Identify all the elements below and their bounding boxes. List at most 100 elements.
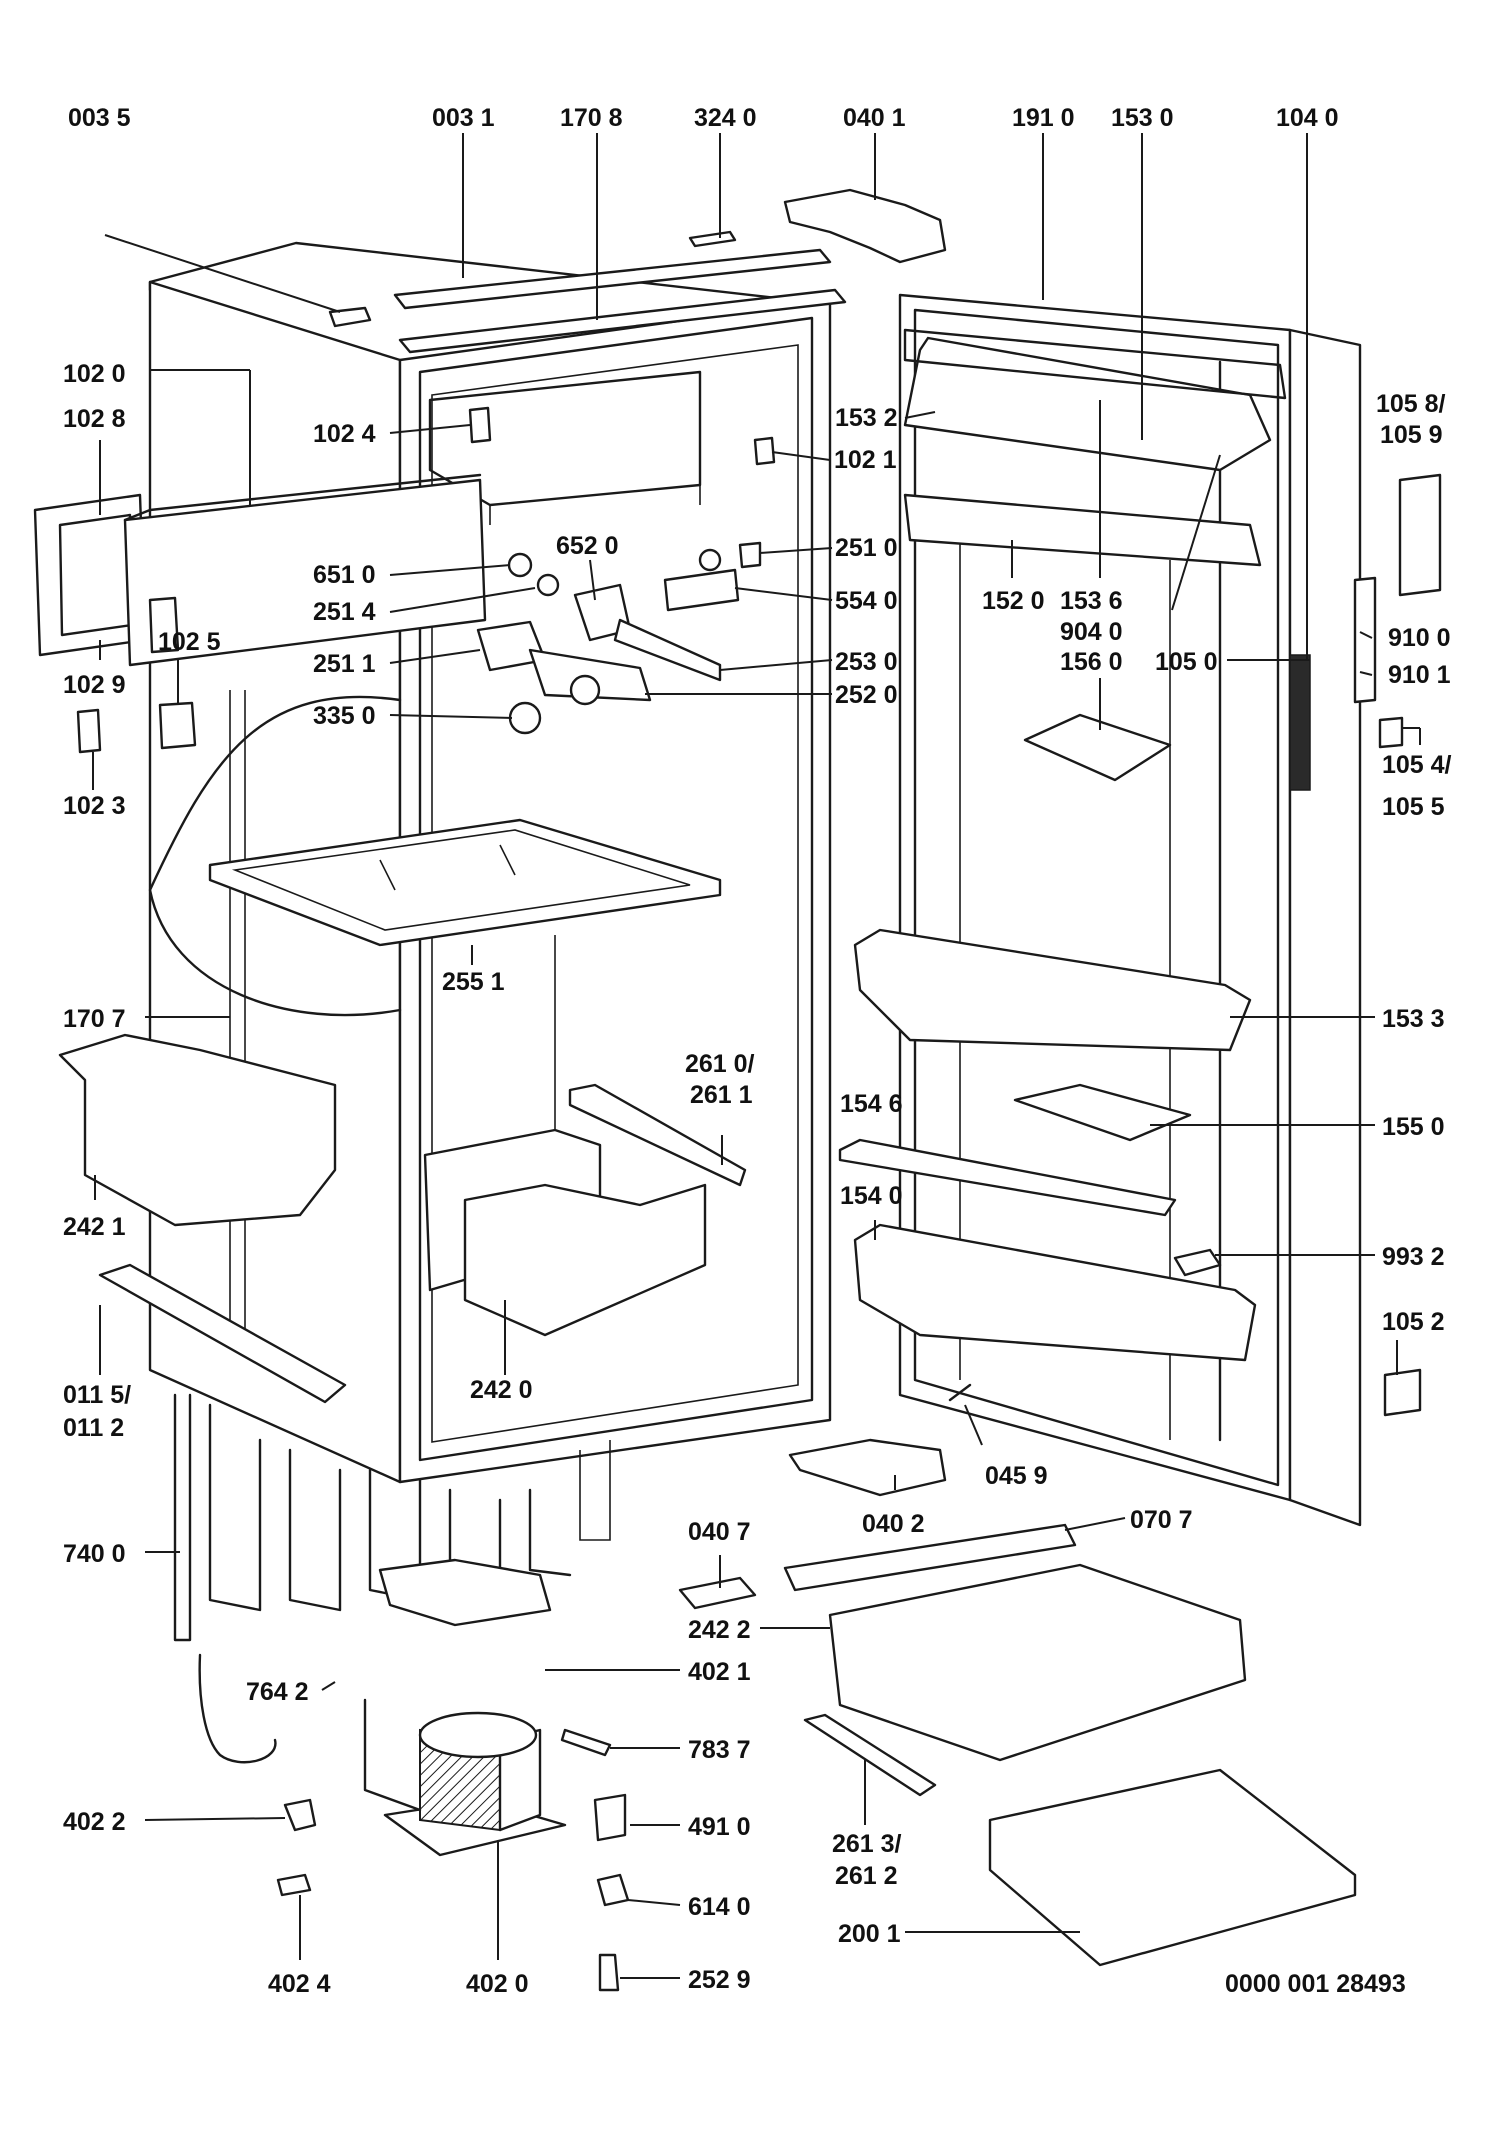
label-1708: 170 8 (560, 104, 623, 132)
label-1533: 153 3 (1382, 1005, 1445, 1033)
label-2613: 261 3/ (832, 1830, 902, 1858)
label-0115: 011 5/ (63, 1381, 131, 1409)
part-2529 (598, 1953, 620, 1992)
part-6140 (596, 1873, 630, 1907)
label-0707: 070 7 (1130, 1506, 1193, 1534)
label-1910: 191 0 (1012, 104, 1075, 132)
label-1024: 102 4 (313, 420, 376, 448)
label-2611: 261 1 (690, 1081, 753, 1109)
label-2551: 255 1 (442, 968, 505, 996)
label-9101: 910 1 (1388, 661, 1451, 689)
label-7400: 740 0 (63, 1540, 126, 1568)
tray-2422 (828, 1563, 1247, 1762)
glass-shelf (208, 818, 722, 947)
part-4024 (276, 1873, 312, 1897)
clip-0035 (328, 306, 372, 328)
label-7837: 783 7 (688, 1736, 751, 1764)
label-1054: 105 4/ (1382, 751, 1452, 779)
label-9040: 904 0 (1060, 618, 1123, 646)
label-1546: 154 6 (840, 1090, 903, 1118)
part-7837 (560, 1728, 612, 1757)
label-1560: 156 0 (1060, 648, 1123, 676)
label-2612: 261 2 (835, 1862, 898, 1890)
clip-1021 (753, 436, 776, 466)
clip-1024 (468, 406, 492, 444)
thermostat-bulb (198, 1653, 277, 1764)
label-4910: 491 0 (688, 1813, 751, 1841)
label-1536: 153 6 (1060, 587, 1123, 615)
label-0031: 003 1 (432, 104, 495, 132)
compressor (363, 1558, 567, 1857)
clip-1025 (158, 701, 197, 750)
cover-0407 (678, 1576, 757, 1610)
label-2511: 251 1 (313, 650, 376, 678)
label-1028: 102 8 (63, 405, 126, 433)
label-1052: 105 2 (1382, 1308, 1445, 1336)
control-panel (33, 473, 487, 667)
handle-1050 (1289, 654, 1311, 791)
label-1023: 102 3 (63, 792, 126, 820)
label-0402: 040 2 (862, 1510, 925, 1538)
drawing-number: 0000 001 28493 (1225, 1970, 1406, 1998)
label-7642: 764 2 (246, 1678, 309, 1706)
label-6140: 614 0 (688, 1893, 751, 1921)
bin-2421 (58, 1033, 337, 1227)
clip-9932 (1173, 1248, 1222, 1277)
label-0112: 011 2 (63, 1414, 124, 1442)
bottle-rail-1546 (838, 1138, 1177, 1217)
thermostat-assembly (476, 541, 762, 735)
label-1020: 102 0 (63, 360, 126, 388)
label-1050: 105 0 (1155, 648, 1218, 676)
label-2514: 251 4 (313, 598, 376, 626)
label-0459: 045 9 (985, 1462, 1048, 1490)
label-1059: 105 9 (1380, 421, 1443, 449)
top-strip (393, 230, 847, 354)
label-9932: 993 2 (1382, 1243, 1445, 1271)
screw-0459 (948, 1383, 972, 1402)
label-1532: 153 2 (835, 404, 898, 432)
part-4022 (283, 1798, 317, 1832)
label-2530: 253 0 (835, 648, 898, 676)
bin-2420 (423, 1128, 707, 1337)
label-1530: 153 0 (1111, 104, 1174, 132)
label-2610: 261 0/ (685, 1050, 755, 1078)
label-1021: 102 1 (834, 446, 897, 474)
label-1055: 105 5 (1382, 793, 1445, 821)
ice-tray (1023, 713, 1172, 782)
door-shelf-1533 (853, 928, 1252, 1052)
freezer-flap (903, 336, 1272, 567)
label-1550: 155 0 (1382, 1113, 1445, 1141)
label-1707: 170 7 (63, 1005, 126, 1033)
rail-2610 (568, 1083, 747, 1187)
label-6520: 652 0 (556, 532, 619, 560)
label-3240: 324 0 (694, 104, 757, 132)
label-4022: 402 2 (63, 1808, 126, 1836)
grille-2001 (988, 1768, 1357, 1967)
strip-0707 (783, 1523, 1077, 1592)
label-4020: 402 0 (466, 1970, 529, 1998)
part-number-labels: 003 5 003 1 170 8 324 0 040 1 191 0 153 … (63, 104, 1452, 1998)
label-3350: 335 0 (313, 702, 376, 730)
label-2422: 242 2 (688, 1616, 751, 1644)
egg-tray (1013, 1083, 1192, 1142)
label-2001: 200 1 (838, 1920, 901, 1948)
label-0407: 040 7 (688, 1518, 751, 1546)
label-2420: 242 0 (470, 1376, 533, 1404)
label-6510: 651 0 (313, 561, 376, 589)
door-hardware (1353, 473, 1442, 1417)
label-0035: 003 5 (68, 104, 131, 132)
label-2529: 252 9 (688, 1966, 751, 1994)
label-1040: 104 0 (1276, 104, 1339, 132)
label-2510: 251 0 (835, 534, 898, 562)
label-2520: 252 0 (835, 681, 898, 709)
label-1025: 102 5 (158, 628, 221, 656)
leader-lines (92, 133, 1421, 1979)
label-1540: 154 0 (840, 1182, 903, 1210)
label-1058: 105 8/ (1376, 390, 1446, 418)
door-shelf-1540 (853, 1223, 1257, 1362)
label-4021: 402 1 (688, 1658, 751, 1686)
label-1029: 102 9 (63, 671, 126, 699)
rail-0115 (98, 1263, 347, 1404)
label-0401: 040 1 (843, 104, 906, 132)
